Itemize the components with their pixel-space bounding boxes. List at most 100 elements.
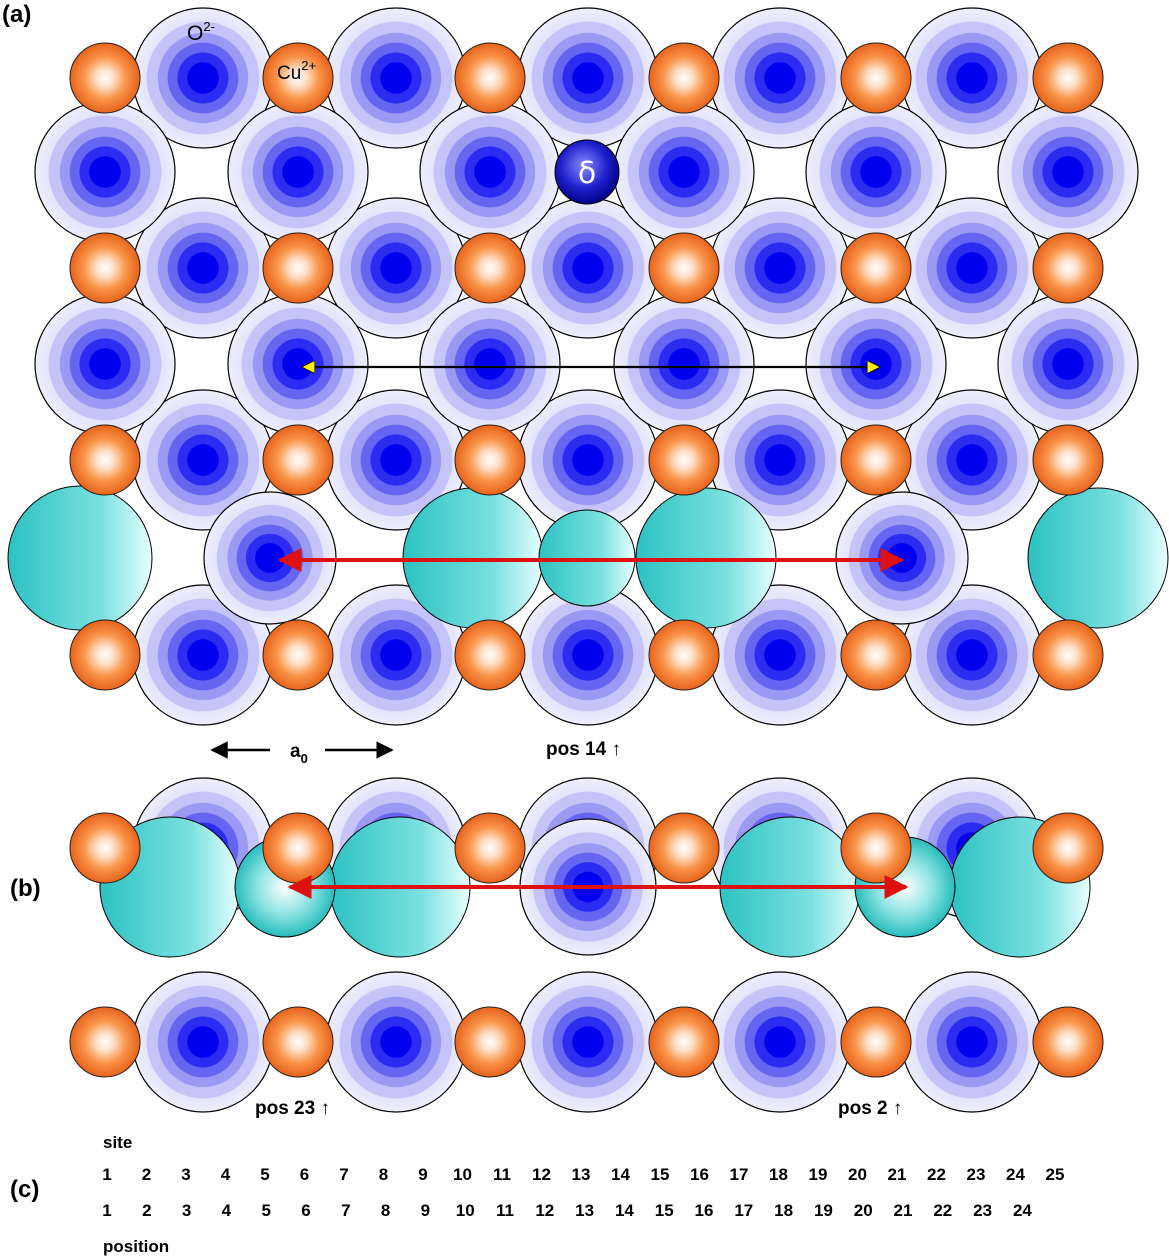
oxygen-ion [227, 101, 369, 243]
position-number: 11 [496, 1201, 514, 1220]
site-number: 20 [848, 1165, 867, 1184]
oxygen-ion [132, 971, 274, 1113]
position-number: 7 [341, 1201, 350, 1220]
copper-ions [69, 42, 1104, 1078]
site-number: 22 [927, 1165, 946, 1184]
site-label: site [103, 1133, 132, 1152]
position-number: 6 [301, 1201, 310, 1220]
position-label: position [103, 1237, 169, 1256]
site-number: 3 [181, 1165, 190, 1184]
position-number: 21 [894, 1201, 913, 1220]
site-number: 11 [493, 1165, 511, 1184]
position-number: 17 [734, 1201, 753, 1220]
position-number: 22 [933, 1201, 952, 1220]
panel-b-label: (b) [10, 875, 41, 902]
site-number: 12 [532, 1165, 551, 1184]
copper-ion [1032, 619, 1104, 691]
copper-ion [262, 812, 334, 884]
position-number: 3 [182, 1201, 191, 1220]
copper-ion [262, 232, 334, 304]
oxygen-ion [227, 293, 369, 435]
site-number: 23 [967, 1165, 986, 1184]
copper-ion [648, 1006, 720, 1078]
site-number: 24 [1006, 1165, 1025, 1184]
oxygen-label: O2- [187, 19, 215, 45]
site-number: 7 [339, 1165, 348, 1184]
copper-ion [1032, 232, 1104, 304]
copper-ion [1032, 42, 1104, 114]
oxygen-ion [709, 971, 851, 1113]
oxygen-ion [517, 971, 659, 1113]
oxygen-ion [997, 101, 1139, 243]
copper-ion [69, 1006, 141, 1078]
copper-ion [69, 232, 141, 304]
copper-ion [454, 232, 526, 304]
copper-ion [69, 424, 141, 496]
position-number: 9 [421, 1201, 430, 1220]
copper-ion [648, 232, 720, 304]
pos14-label: pos 14 ↑ [546, 739, 621, 760]
copper-ion [454, 1006, 526, 1078]
vacancy [1027, 487, 1169, 629]
position-number: 5 [261, 1201, 270, 1220]
site-number: 15 [651, 1165, 670, 1184]
site-number: 14 [611, 1165, 630, 1184]
oxygen-ion [613, 293, 755, 435]
position-number: 1 [102, 1201, 111, 1220]
position-number: 20 [854, 1201, 873, 1220]
copper-ion [69, 42, 141, 114]
oxygen-ion [419, 101, 561, 243]
copper-ion [648, 424, 720, 496]
site-number: 25 [1046, 1165, 1065, 1184]
position-number: 2 [142, 1201, 151, 1220]
copper-ion [648, 619, 720, 691]
position-number: 15 [655, 1201, 674, 1220]
copper-ion [840, 619, 912, 691]
site-number: 8 [379, 1165, 388, 1184]
oxygen-ion [34, 293, 176, 435]
delta-ion: δ [554, 139, 620, 205]
site-number: 6 [300, 1165, 309, 1184]
site-number: 18 [769, 1165, 788, 1184]
position-number: 10 [456, 1201, 475, 1220]
copper-ion [262, 619, 334, 691]
copper-ion [454, 42, 526, 114]
copper-ion [1032, 812, 1104, 884]
site-number: 19 [809, 1165, 828, 1184]
vacancy [7, 485, 153, 631]
site-number: 2 [142, 1165, 151, 1184]
oxygen-ion [997, 293, 1139, 435]
oxygen-ion [34, 101, 176, 243]
site-number: 10 [453, 1165, 472, 1184]
copper-ion [840, 424, 912, 496]
position-number: 8 [381, 1201, 390, 1220]
position-number: 23 [973, 1201, 992, 1220]
copper-ion [454, 424, 526, 496]
oxygen-ion [805, 293, 947, 435]
copper-ion [648, 42, 720, 114]
copper-ion [1032, 424, 1104, 496]
copper-ion [840, 232, 912, 304]
site-number: 21 [888, 1165, 907, 1184]
site-number: 1 [102, 1165, 111, 1184]
position-number: 18 [774, 1201, 793, 1220]
copper-ion [840, 42, 912, 114]
site-number: 4 [221, 1165, 231, 1184]
position-number: 24 [1013, 1201, 1032, 1220]
panel-c-label: (c) [10, 1176, 39, 1203]
pos2-label: pos 2 ↑ [838, 1098, 902, 1119]
site-number: 13 [572, 1165, 591, 1184]
copper-ion [262, 424, 334, 496]
site-number: 16 [690, 1165, 709, 1184]
copper-ion [454, 619, 526, 691]
panel-a-label: (a) [2, 1, 31, 28]
copper-ion [840, 812, 912, 884]
copper-ion [69, 812, 141, 884]
a0-label: a0 [290, 741, 308, 766]
copper-ion [840, 1006, 912, 1078]
delta-ion-label: δ [578, 156, 596, 191]
copper-ion [1032, 1006, 1104, 1078]
